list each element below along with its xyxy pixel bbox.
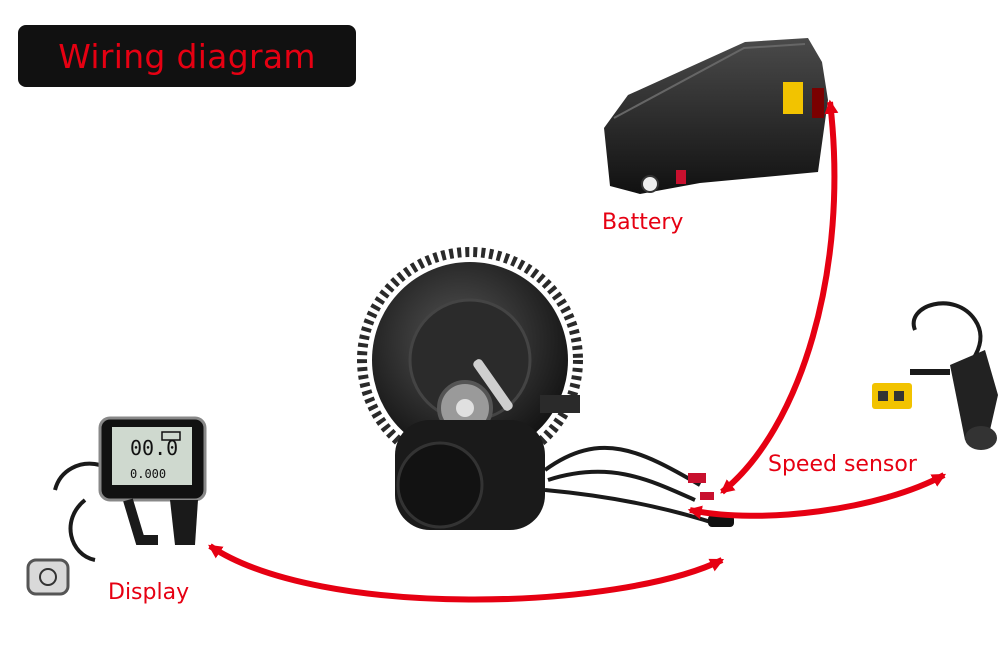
- title-banner: Wiring diagram: [18, 25, 356, 87]
- arrow-battery: [720, 99, 839, 495]
- page-title: Wiring diagram: [58, 36, 316, 76]
- battery-key-icon: [641, 175, 659, 193]
- display-battery-icon: [161, 431, 181, 441]
- battery-pack: [604, 38, 828, 194]
- label-display: Display: [106, 580, 192, 605]
- speed-sensor-magnet: [965, 426, 997, 450]
- arrow-display: [208, 543, 725, 603]
- speed-sensor: [872, 301, 998, 450]
- label-speed-sensor: Speed sensor: [766, 452, 919, 477]
- arrow-speed-sensor: [687, 472, 947, 520]
- battery-connector: [688, 473, 706, 483]
- lcd-display: 00.0 0.000: [26, 416, 207, 596]
- label-battery: Battery: [600, 210, 686, 235]
- speed-sensor-connector: [872, 383, 912, 409]
- mid-drive-motor: [357, 247, 583, 530]
- battery-label-sticker: [783, 82, 803, 114]
- display-remote-control: [26, 558, 70, 596]
- display-odometer-readout: 0.000: [130, 467, 166, 481]
